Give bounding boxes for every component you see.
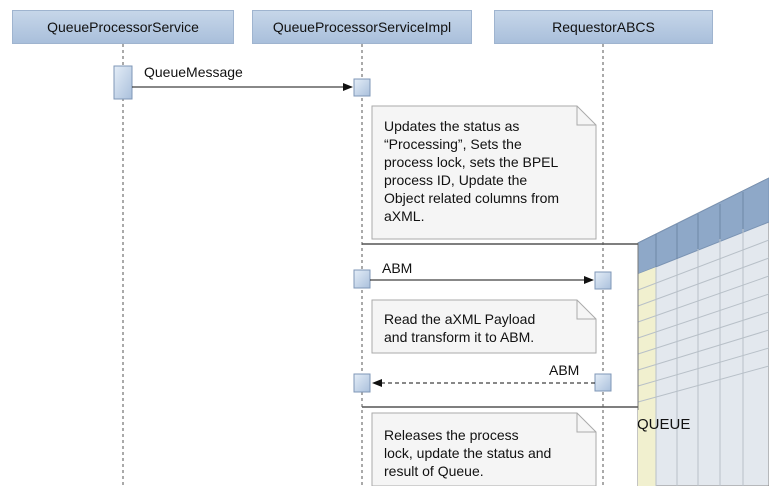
note-line: Updates the status as: [384, 118, 520, 134]
note-text-2: Read the aXML Payload and transform it t…: [384, 310, 535, 346]
activation-requestor-2: [594, 373, 612, 392]
queue-label: QUEUE: [637, 416, 691, 433]
activation-requestor-1: [594, 271, 612, 290]
note-line: aXML.: [384, 208, 425, 224]
lane-header-requestor-abcs: RequestorABCS: [494, 10, 713, 44]
lane-label: QueueProcessorService: [47, 19, 199, 35]
note-line: result of Queue.: [384, 463, 484, 479]
note-line: and transform it to ABM.: [384, 329, 535, 345]
activation-impl-1: [353, 78, 371, 97]
note-line: Releases the process: [384, 427, 519, 443]
note-text-1: Updates the status as “Processing”, Sets…: [384, 117, 559, 225]
message-label-queue-message: QueueMessage: [144, 64, 243, 80]
lane-label: QueueProcessorServiceImpl: [272, 19, 452, 35]
note-shape-2: [371, 299, 597, 354]
note-line: process lock, sets the BPEL: [384, 154, 559, 170]
lane-header-queue-processor-service: QueueProcessorService: [12, 10, 234, 44]
activation-impl-2: [353, 269, 371, 289]
message-label-abm-request: ABM: [382, 260, 413, 276]
note-line: “Processing”, Sets the: [384, 136, 522, 152]
activation-impl-3: [353, 373, 371, 393]
note-line: Object related columns from: [384, 190, 560, 206]
queue-table-icon: [637, 177, 769, 486]
note-text-3: Releases the process lock, update the st…: [384, 426, 551, 480]
note-shape-1: [371, 105, 597, 240]
lane-label: RequestorABCS: [552, 19, 655, 35]
note-line: lock, update the status and: [384, 445, 552, 461]
activation-queue-processor-service: [113, 65, 133, 100]
message-label-abm-return: ABM: [549, 362, 580, 378]
lane-header-queue-processor-service-impl: QueueProcessorServiceImpl: [252, 10, 472, 44]
note-line: process ID, Update the: [384, 172, 528, 188]
note-shape-3: [371, 412, 597, 486]
note-line: Read the aXML Payload: [384, 311, 536, 327]
